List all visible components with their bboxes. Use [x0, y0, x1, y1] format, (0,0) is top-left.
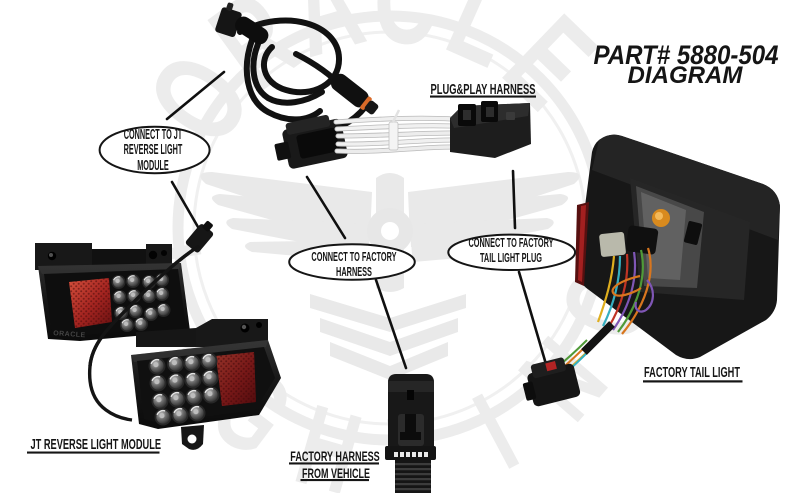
svg-text:ORACLE: ORACLE: [53, 330, 86, 339]
svg-text:C: C: [369, 0, 443, 73]
